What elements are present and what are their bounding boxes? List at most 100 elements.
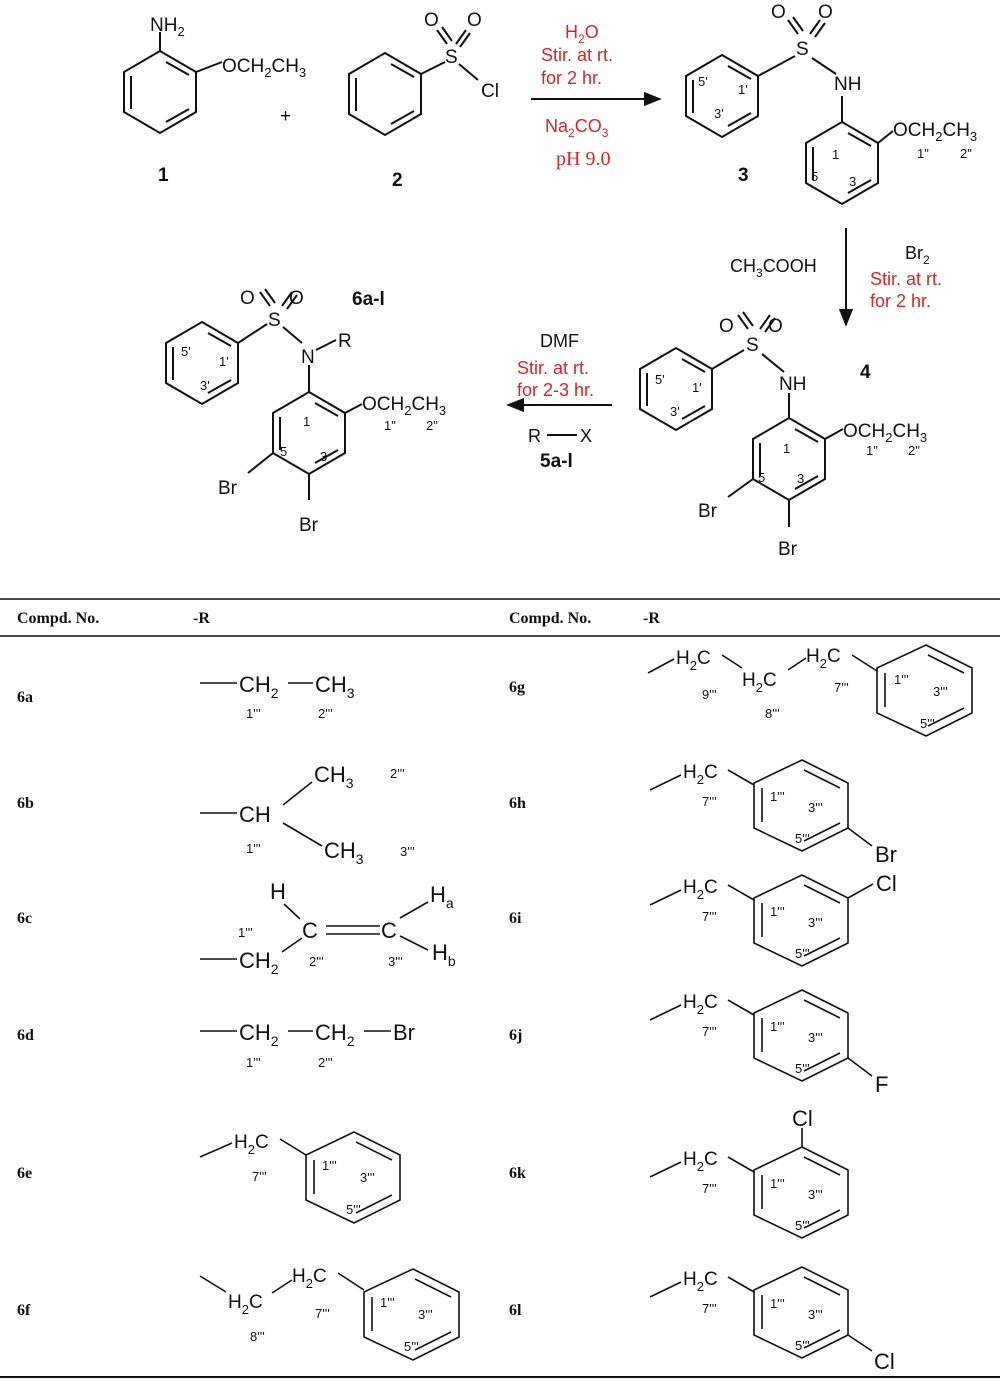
svg-text:7''': 7''' <box>702 1024 717 1039</box>
svg-text:H: H <box>270 879 286 904</box>
substituent-6c: CH2 C H C Ha Hb 1''' 2''' 3''' <box>200 879 456 977</box>
svg-text:Na2CO3: Na2CO3 <box>545 116 609 140</box>
svg-text:N: N <box>301 347 315 368</box>
svg-text:3: 3 <box>320 449 327 464</box>
svg-text:2''': 2''' <box>390 766 405 781</box>
svg-text:5: 5 <box>811 169 818 184</box>
svg-text:H2O: H2O <box>565 22 599 46</box>
svg-text:2''': 2''' <box>318 706 333 721</box>
svg-text:3''': 3''' <box>808 1307 823 1322</box>
svg-text:Stir. at rt.: Stir. at rt. <box>517 358 589 378</box>
svg-text:3: 3 <box>797 471 804 486</box>
svg-text:5''': 5''' <box>404 1339 419 1354</box>
row-id-6k: 6k <box>509 1165 526 1182</box>
svg-text:H2C: H2C <box>683 762 718 787</box>
svg-text:R: R <box>338 331 352 352</box>
substituent-6i: H2C Cl 7''' 1''' 3''' 5''' <box>649 871 897 967</box>
row-id-6i: 6i <box>509 910 522 927</box>
svg-text:7''': 7''' <box>702 1181 717 1196</box>
svg-text:3''': 3''' <box>808 915 823 930</box>
header-r-right: -R <box>643 610 660 627</box>
row-id-6l: 6l <box>509 1302 522 1319</box>
svg-text:5''': 5''' <box>795 1338 810 1353</box>
row-id-6f: 6f <box>17 1302 31 1319</box>
svg-text:H2C: H2C <box>683 1149 718 1174</box>
svg-text:for 2 hr.: for 2 hr. <box>870 291 931 311</box>
svg-text:1: 1 <box>783 441 790 456</box>
svg-text:5': 5' <box>698 74 708 89</box>
svg-text:CH3: CH3 <box>314 762 354 791</box>
svg-text:5''': 5''' <box>795 1061 810 1076</box>
svg-text:OCH2CH3: OCH2CH3 <box>362 394 446 418</box>
row-id-6h: 6h <box>509 795 526 812</box>
svg-text:3''': 3''' <box>808 1187 823 1202</box>
svg-text:7''': 7''' <box>702 909 717 924</box>
compound-6-label: 6a-l <box>352 289 385 310</box>
substituent-6b: CH CH3 CH3 1''' 2''' 3''' <box>200 762 415 867</box>
header-compd-right: Compd. No. <box>509 610 591 627</box>
svg-text:3''': 3''' <box>388 954 403 969</box>
svg-text:5a-l: 5a-l <box>540 451 573 472</box>
svg-text:H2C: H2C <box>228 1292 263 1317</box>
svg-text:O: O <box>818 2 833 23</box>
svg-text:CH3: CH3 <box>315 672 355 701</box>
svg-text:CH2: CH2 <box>315 1020 355 1049</box>
row-id-6a: 6a <box>17 689 33 706</box>
svg-text:1''': 1''' <box>770 904 785 919</box>
svg-text:Cl: Cl <box>792 1106 813 1131</box>
svg-text:for 2-3 hr.: for 2-3 hr. <box>517 380 594 400</box>
svg-text:C: C <box>381 918 397 943</box>
svg-text:1": 1" <box>917 146 929 161</box>
svg-text:1''': 1''' <box>770 1019 785 1034</box>
compound-4: O O S NH OCH2CH3 Br Br 5' 1' 3' 1 5 3 1"… <box>639 311 927 560</box>
reaction-step-1: H2O Stir. at rt. for 2 hr. Na2CO3 pH 9.0 <box>531 22 662 170</box>
svg-text:Br2: Br2 <box>905 243 930 267</box>
substituent-table: Compd. No. -R Compd. No. -R 6a 6b 6c 6d … <box>0 598 1000 1378</box>
svg-text:O: O <box>240 288 255 309</box>
plus-sign: + <box>280 106 291 127</box>
svg-text:1': 1' <box>219 354 229 369</box>
substituent-6l: H2C Cl 7''' 1''' 3''' 5''' <box>649 1266 895 1374</box>
svg-text:7''': 7''' <box>315 1306 330 1321</box>
substituent-6j: H2C F 7''' 1''' 3''' 5''' <box>649 989 888 1097</box>
svg-text:5: 5 <box>758 470 765 485</box>
svg-text:1': 1' <box>692 380 702 395</box>
compound-3-label: 3 <box>738 165 749 186</box>
svg-text:pH 9.0: pH 9.0 <box>556 148 610 170</box>
substituent-6e: H2C 7''' 1''' 3''' 5''' <box>199 1131 401 1224</box>
svg-text:1''': 1''' <box>322 1158 337 1173</box>
svg-text:1': 1' <box>738 82 748 97</box>
svg-text:3''': 3''' <box>400 844 415 859</box>
substituent-6d: CH2 CH2 Br 1''' 2''' <box>200 1020 415 1070</box>
svg-text:8''': 8''' <box>250 1329 265 1344</box>
svg-text:3''': 3''' <box>933 684 948 699</box>
svg-text:H2C: H2C <box>806 646 841 671</box>
svg-text:O: O <box>771 2 786 23</box>
svg-text:Stir. at rt.: Stir. at rt. <box>541 45 613 65</box>
svg-text:O: O <box>719 316 734 337</box>
svg-text:Br: Br <box>299 515 319 536</box>
svg-text:Br: Br <box>778 539 798 560</box>
svg-text:1: 1 <box>832 147 839 162</box>
svg-text:2''': 2''' <box>318 1055 333 1070</box>
svg-text:7''': 7''' <box>252 1169 267 1184</box>
svg-text:2''': 2''' <box>309 954 324 969</box>
svg-text:H2C: H2C <box>742 670 777 695</box>
svg-text:1: 1 <box>303 414 310 429</box>
svg-text:Br: Br <box>393 1020 415 1045</box>
compound-4-label: 4 <box>860 362 871 383</box>
svg-text:1": 1" <box>866 443 878 458</box>
svg-text:3''': 3''' <box>418 1307 433 1322</box>
svg-text:S: S <box>746 335 759 356</box>
svg-text:O: O <box>289 288 304 309</box>
svg-text:C: C <box>302 918 318 943</box>
svg-text:5''': 5''' <box>346 1202 361 1217</box>
svg-text:2": 2" <box>908 443 920 458</box>
svg-text:Br: Br <box>698 501 718 522</box>
svg-text:S: S <box>445 47 458 68</box>
svg-text:OCH2CH3: OCH2CH3 <box>893 120 977 144</box>
svg-text:NH: NH <box>779 374 806 395</box>
svg-text:1''': 1''' <box>770 789 785 804</box>
svg-text:3''': 3''' <box>808 800 823 815</box>
